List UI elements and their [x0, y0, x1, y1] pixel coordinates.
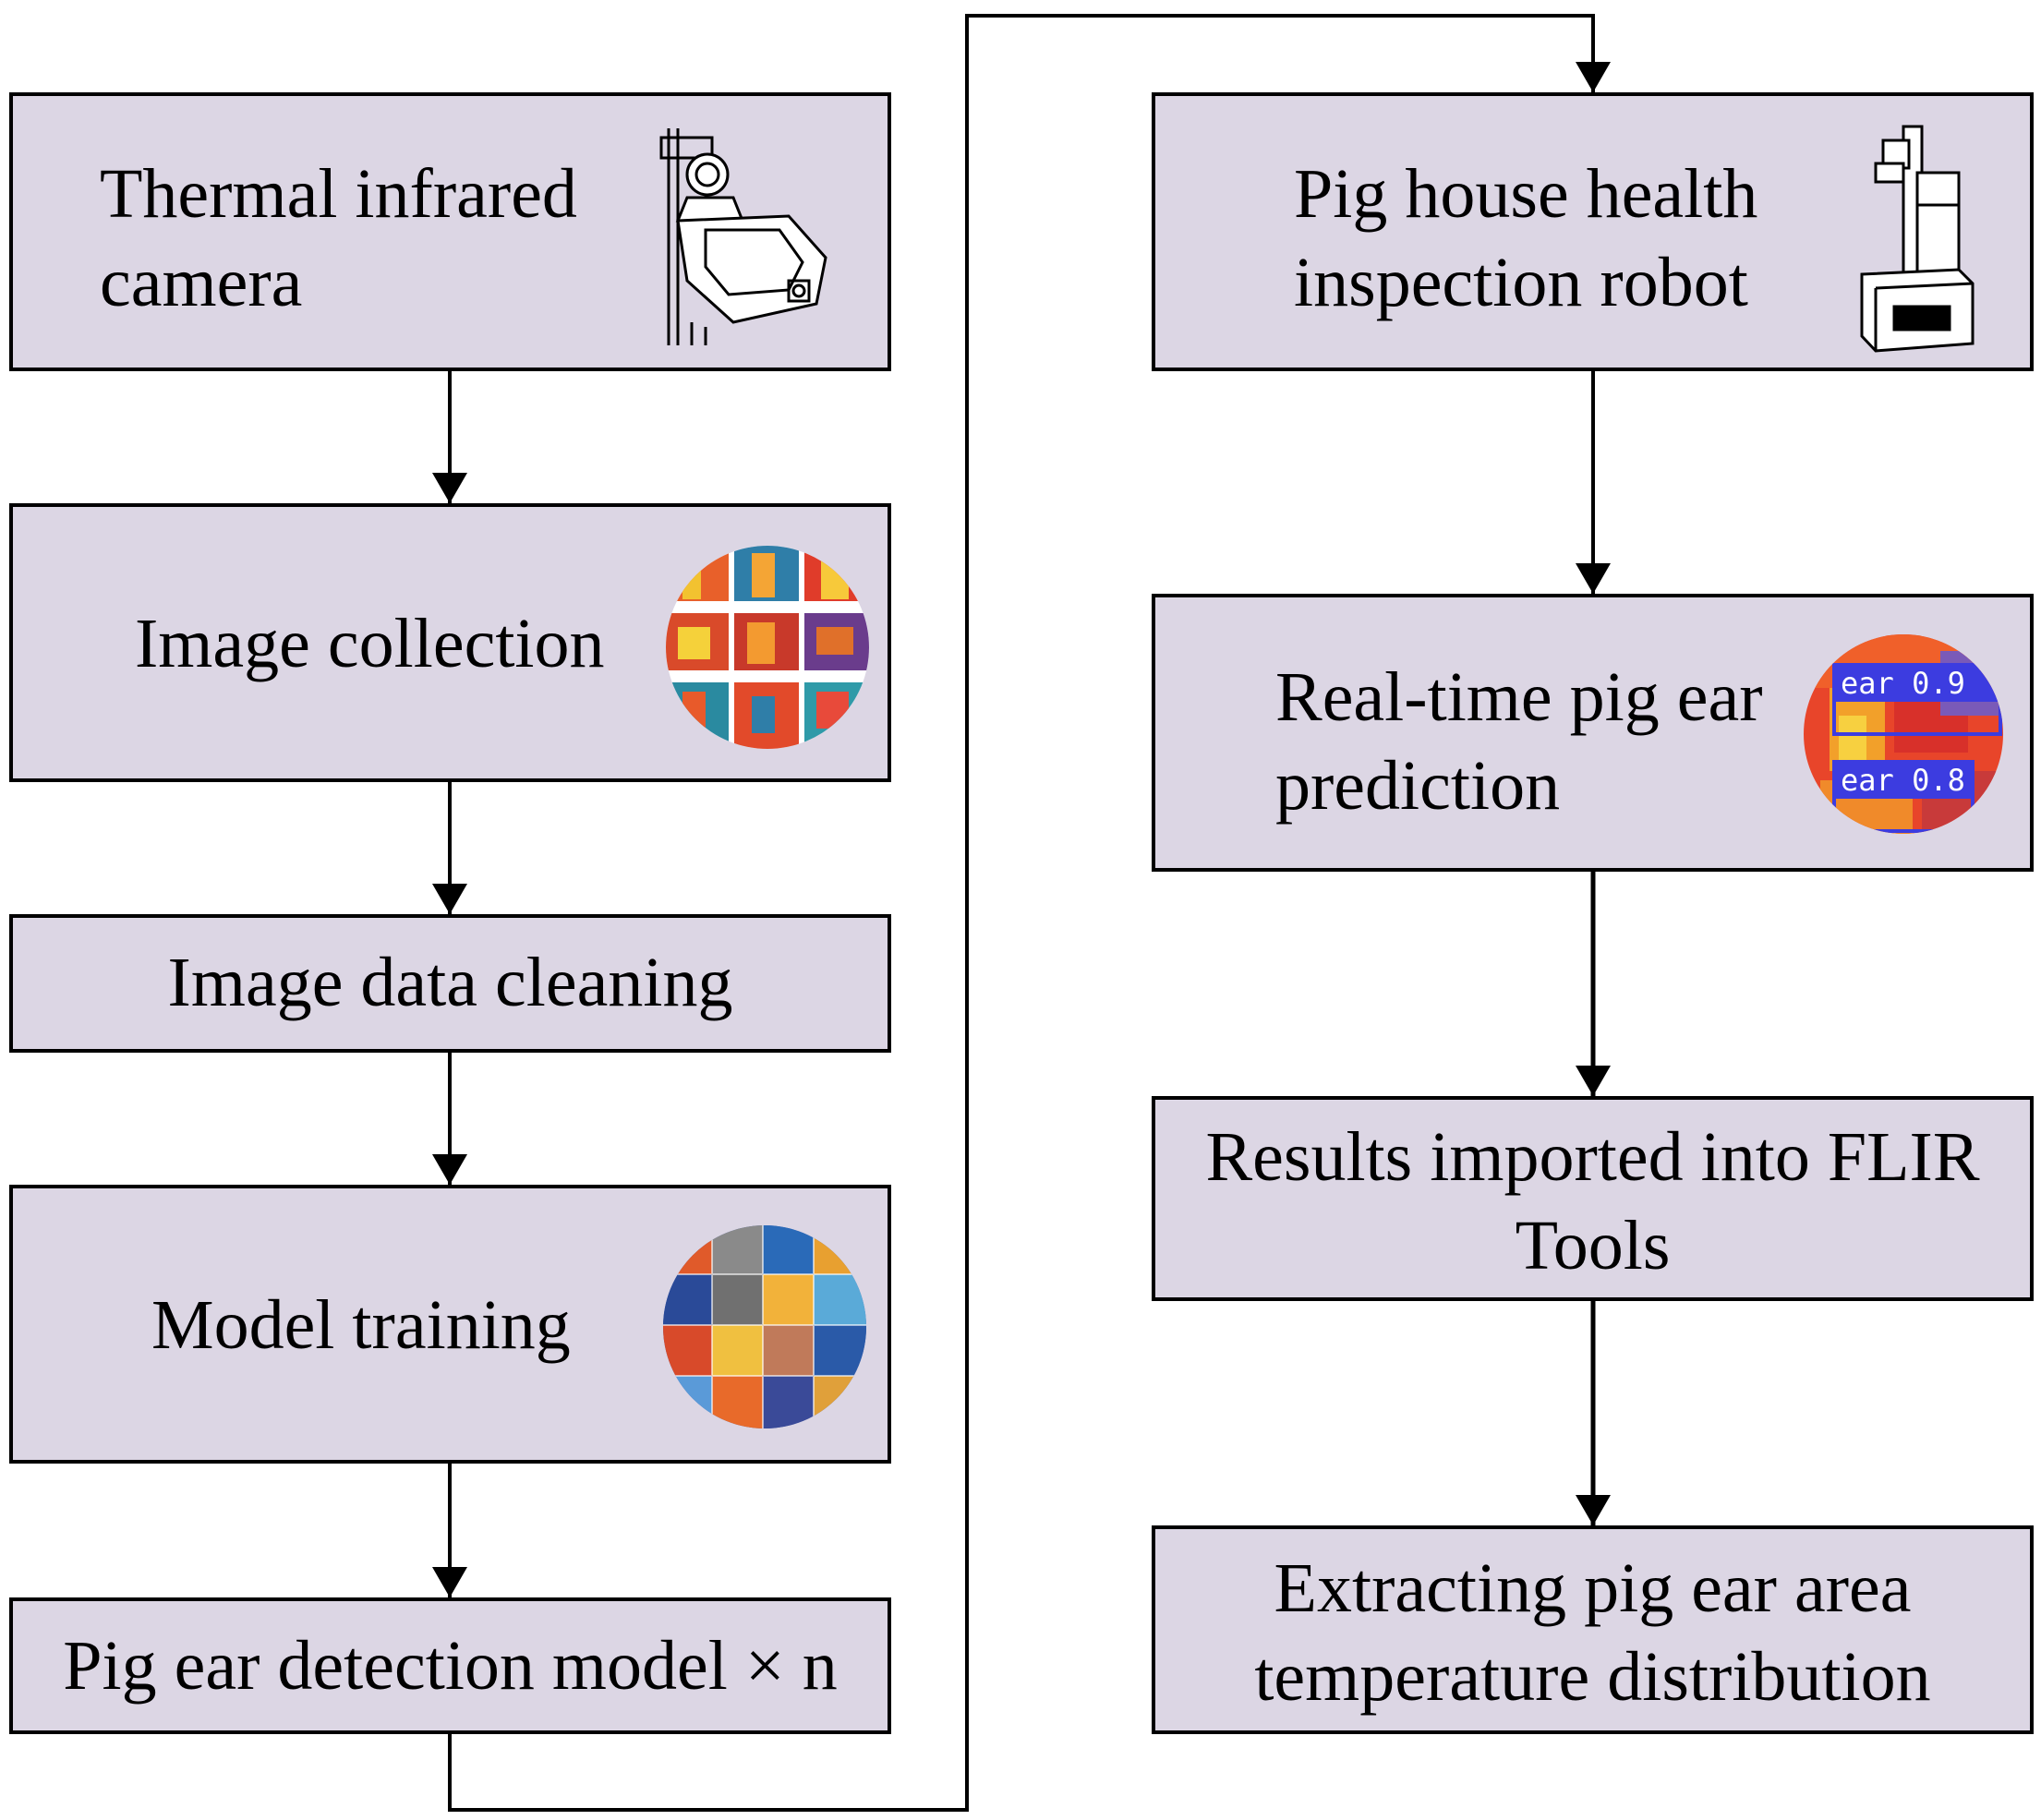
model-training-box: Model training [9, 1185, 891, 1464]
thermal-camera-box: Thermal infrared camera [9, 92, 891, 371]
image-collection-box: Image collection [9, 503, 891, 782]
inspection-robot-icon [1860, 125, 1975, 353]
flir-import-label: Results imported into FLIR Tools [1205, 1118, 1980, 1284]
inspection-robot-label: Pig house health inspection robot [1294, 155, 1758, 321]
image-collection-label: Image collection [135, 605, 605, 682]
thermal-image-grid-thumbnail [666, 546, 869, 749]
temperature-extraction-label: Extracting pig ear area temperature dist… [1254, 1549, 1931, 1716]
inspection-robot-box: Pig house health inspection robot [1152, 92, 2034, 371]
arrow-model-to-robot [448, 14, 1595, 1812]
image-data-cleaning-label: Image data cleaning [167, 944, 733, 1021]
thermal-camera-label: Thermal infrared camera [100, 155, 577, 321]
detection-model-box: Pig ear detection model × n [9, 1597, 891, 1734]
flir-import-box: Results imported into FLIR Tools [1152, 1096, 2034, 1301]
detection-label-bottom: ear 0.8 [1841, 763, 1965, 798]
image-data-cleaning-box: Image data cleaning [9, 914, 891, 1053]
thermal-camera-icon [659, 128, 827, 345]
training-mosaic-thumbnail [663, 1225, 866, 1428]
detection-model-label: Pig ear detection model × n [63, 1627, 838, 1705]
realtime-prediction-label: Real-time pig ear prediction [1275, 658, 1763, 825]
model-training-label: Model training [151, 1286, 571, 1364]
temperature-extraction-box: Extracting pig ear area temperature dist… [1152, 1525, 2034, 1734]
realtime-prediction-box: Real-time pig ear prediction ear 0.9 [1152, 594, 2034, 872]
detection-result-thumbnail: ear 0.9 ear 0.8 [1804, 634, 2003, 834]
detection-label-top: ear 0.9 [1841, 666, 1965, 701]
